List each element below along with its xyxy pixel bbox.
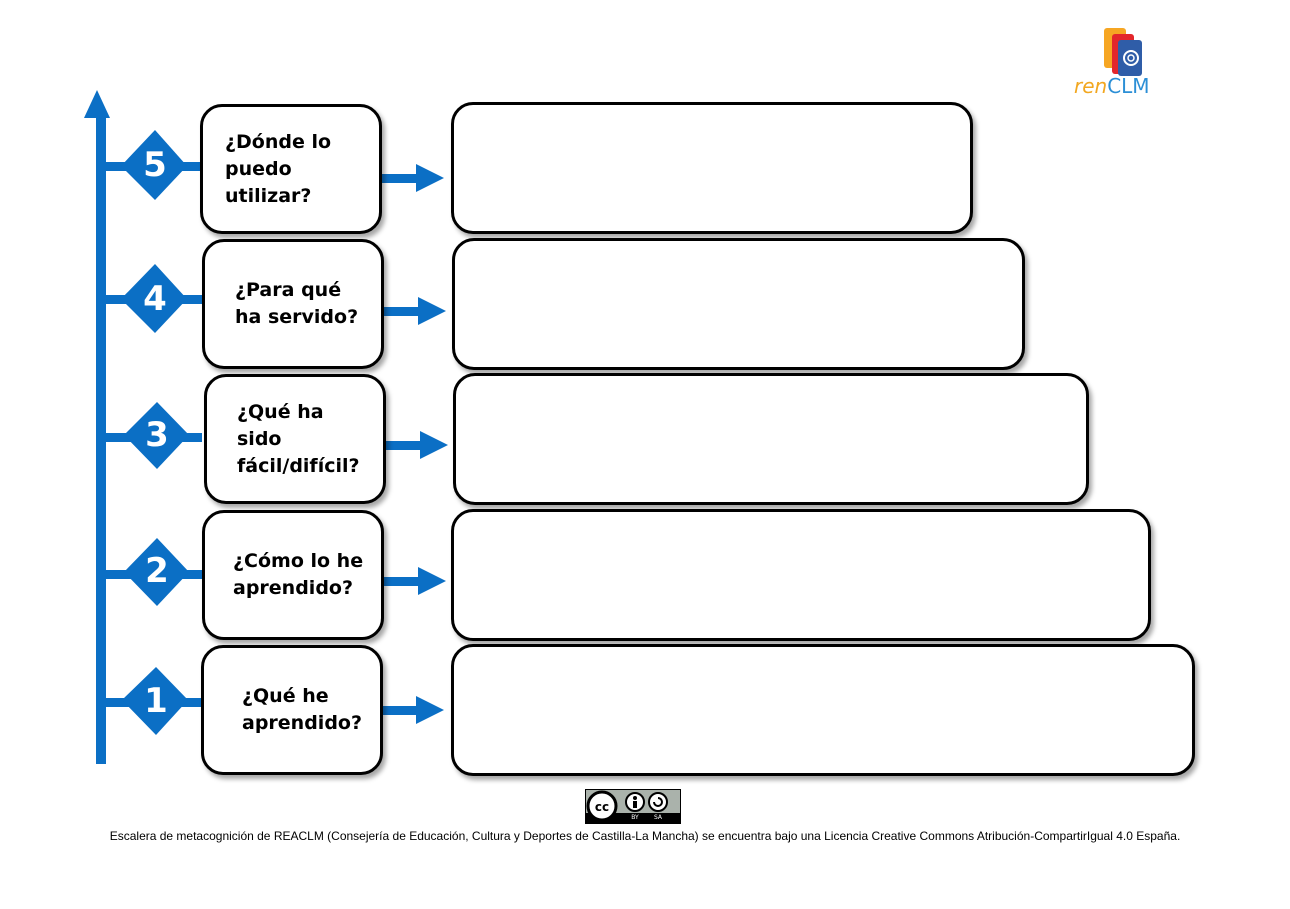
logo-text-clm: CLM <box>1107 74 1150 98</box>
ladder-step-5 <box>100 130 444 200</box>
question-text-4: ¿Para qué ha servido? <box>235 279 359 328</box>
logo-text-ren: ren <box>1074 74 1108 98</box>
reaclm-logo-text: renCLM <box>1074 74 1174 98</box>
question-text-5: ¿Dónde lo puedo utilizar? <box>225 130 332 207</box>
question-text-1: ¿Qué he aprendido? <box>242 685 362 734</box>
answer-box-1[interactable] <box>451 644 1195 776</box>
question-box-1: ¿Qué he aprendido? <box>201 645 383 775</box>
license-text: Escalera de metacognición de REACLM (Con… <box>109 829 1181 843</box>
cc-label-sa: SA <box>653 814 663 821</box>
answer-box-2[interactable] <box>451 509 1151 641</box>
answer-box-3[interactable] <box>453 373 1089 505</box>
svg-text:cc: cc <box>595 800 609 814</box>
cc-label-by: BY <box>631 814 639 821</box>
question-box-5: ¿Dónde lo puedo utilizar? <box>200 104 382 234</box>
cc-by-sa-icon[interactable]: cc BY SA <box>585 789 681 824</box>
step-number-4: 4 <box>143 279 167 319</box>
ladder-step-3 <box>100 402 448 469</box>
step-number-1: 1 <box>144 681 168 721</box>
cc-badge-graphic: cc <box>586 790 680 823</box>
ladder-axis-arrowhead <box>84 90 110 118</box>
ladder-step-1 <box>100 667 444 735</box>
answer-box-5[interactable] <box>451 102 973 234</box>
step-number-5: 5 <box>143 145 167 185</box>
question-box-2: ¿Cómo lo he aprendido? <box>202 510 384 640</box>
answer-box-4[interactable] <box>452 238 1025 370</box>
question-box-3: ¿Qué ha sido fácil/difícil? <box>204 374 386 504</box>
question-box-4: ¿Para qué ha servido? <box>202 239 384 369</box>
question-text-2: ¿Cómo lo he aprendido? <box>233 550 364 599</box>
step-number-3: 3 <box>145 415 169 455</box>
reaclm-logo <box>1104 28 1142 76</box>
step-number-2: 2 <box>145 551 169 591</box>
question-text-3: ¿Qué ha sido fácil/difícil? <box>237 400 360 477</box>
ladder-step-2 <box>100 538 446 606</box>
ladder-step-4 <box>100 264 446 333</box>
